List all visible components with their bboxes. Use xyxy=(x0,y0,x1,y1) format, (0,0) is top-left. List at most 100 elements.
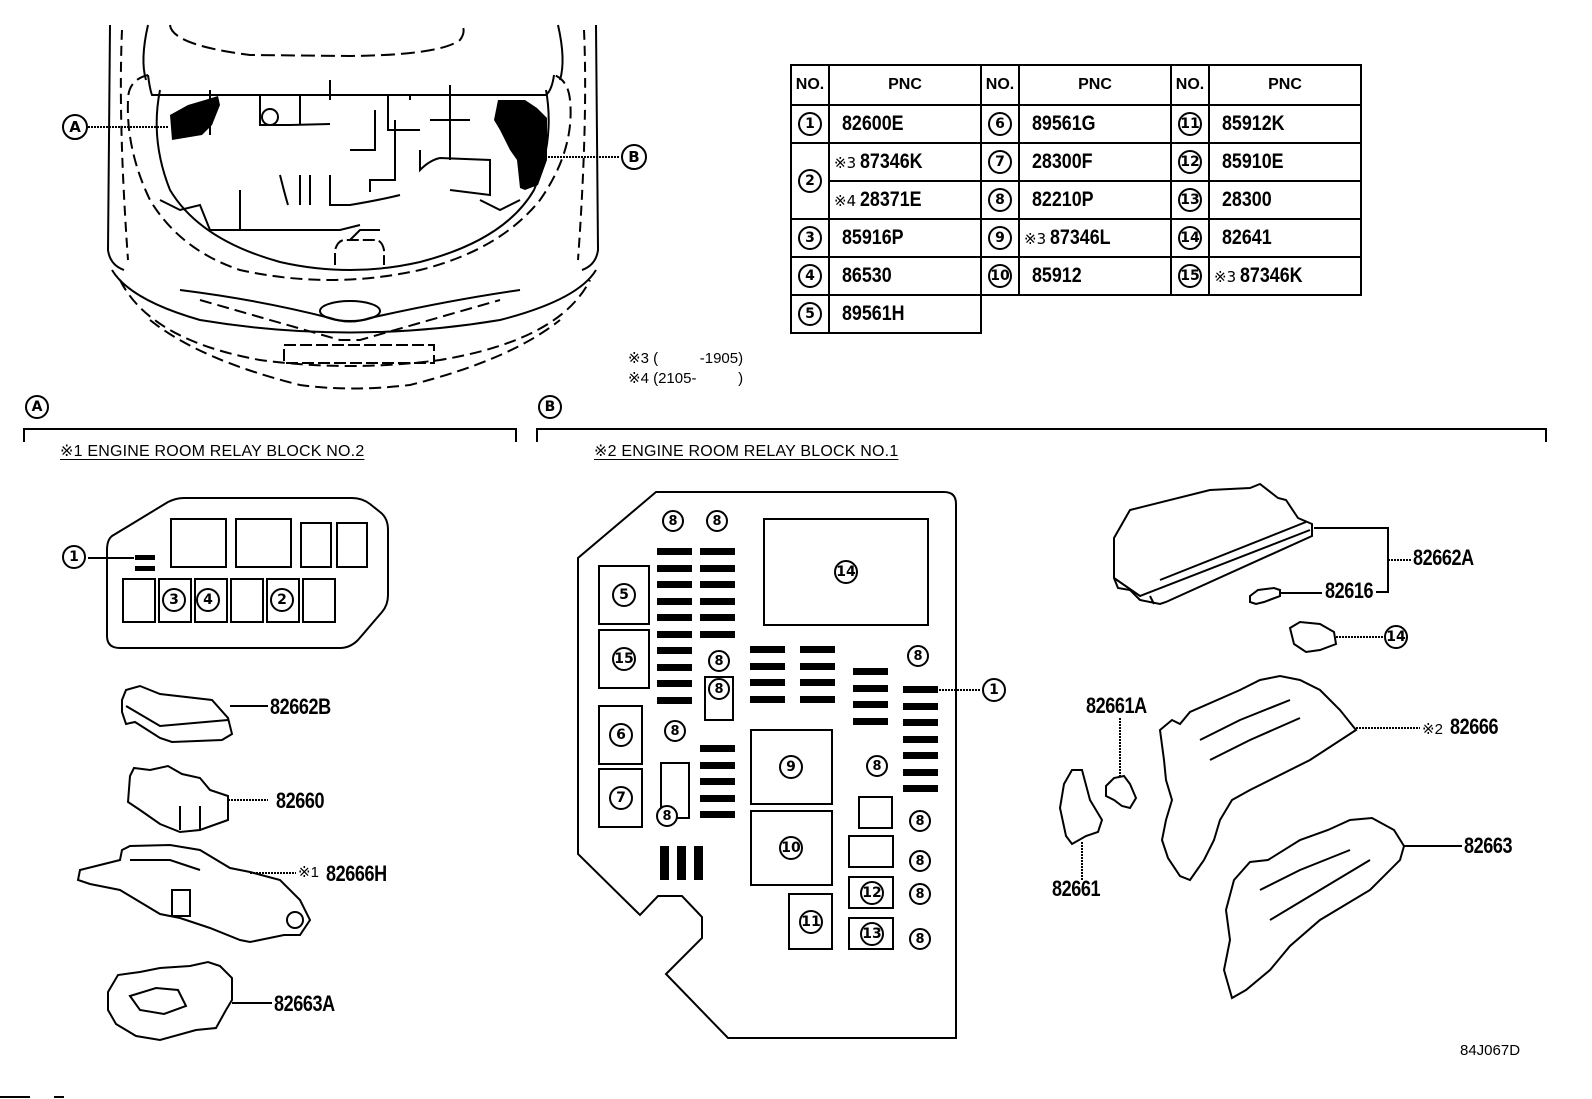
part-label-82666[interactable]: 82666 xyxy=(1450,714,1499,739)
pnc-value[interactable]: 85912 xyxy=(1032,264,1082,287)
ref-number-badge[interactable]: 3 xyxy=(798,226,822,250)
callout-5[interactable]: 5 xyxy=(612,583,636,607)
pnc-value[interactable]: 86530 xyxy=(842,264,892,287)
fuse-slot xyxy=(700,778,735,785)
fuse-slot xyxy=(700,630,735,638)
callout-8[interactable]: 8 xyxy=(664,720,686,742)
pnc-value[interactable]: 28300 xyxy=(1222,188,1272,211)
callout-14-part[interactable]: 14 xyxy=(1384,625,1408,649)
callout-8[interactable]: 8 xyxy=(708,650,730,672)
callout-1-block-b[interactable]: 1 xyxy=(982,678,1006,702)
note-mark: ※4 xyxy=(834,192,857,210)
fuse-slot xyxy=(800,679,835,686)
pnc-value[interactable]: 87346L xyxy=(1050,226,1111,249)
callout-1[interactable]: 1 xyxy=(62,545,86,569)
section-a-title: ※1 ENGINE ROOM RELAY BLOCK NO.2 xyxy=(60,443,365,460)
callout-9[interactable]: 9 xyxy=(779,755,803,779)
fuse-slot xyxy=(903,702,938,710)
pnc-value[interactable]: 85912K xyxy=(1222,112,1285,135)
callout-15-label: 15 xyxy=(614,651,634,667)
ref-number-badge[interactable]: 5 xyxy=(798,302,822,326)
ref-number-badge[interactable]: 9 xyxy=(988,226,1012,250)
fuse-slot xyxy=(853,668,888,675)
fuse-slot xyxy=(700,614,735,621)
callout-12[interactable]: 12 xyxy=(860,881,884,905)
callout-8[interactable]: 8 xyxy=(907,645,929,667)
callout-8[interactable]: 8 xyxy=(909,883,931,905)
callout-8[interactable]: 8 xyxy=(656,805,678,827)
fuse-slot xyxy=(750,695,785,703)
fuse-slot xyxy=(657,663,692,671)
pnc-value[interactable]: 82641 xyxy=(1222,226,1272,249)
fuse-slot xyxy=(853,717,888,725)
callout-13[interactable]: 13 xyxy=(860,922,884,946)
part-label-82663A[interactable]: 82663A xyxy=(274,991,335,1016)
callout-4[interactable]: 4 xyxy=(196,588,220,612)
part-label-82661A[interactable]: 82661A xyxy=(1086,693,1147,718)
callout-7[interactable]: 7 xyxy=(609,786,633,810)
pnc-value[interactable]: 85916P xyxy=(842,226,904,249)
part-label-82662B[interactable]: 82662B xyxy=(270,694,331,719)
fuse-slot xyxy=(657,647,692,654)
callout-6[interactable]: 6 xyxy=(609,723,633,747)
callout-8[interactable]: 8 xyxy=(866,755,888,777)
callout-10[interactable]: 10 xyxy=(779,836,803,860)
callout-1-label: 1 xyxy=(989,682,999,698)
callout-8[interactable]: 8 xyxy=(909,850,931,872)
callout-3[interactable]: 3 xyxy=(162,588,186,612)
callout-8[interactable]: 8 xyxy=(662,510,684,532)
relay-slot-9: 9 xyxy=(750,729,833,805)
ref-number-badge[interactable]: 12 xyxy=(1178,150,1202,174)
ref-number-badge[interactable]: 2 xyxy=(798,169,822,193)
pnc-value[interactable]: 28300F xyxy=(1032,150,1093,173)
pnc-value[interactable]: 28371E xyxy=(860,188,922,211)
callout-a-overview[interactable]: A xyxy=(62,114,88,140)
pnc-value[interactable]: 89561G xyxy=(1032,112,1096,135)
ref-number-badge[interactable]: 8 xyxy=(988,188,1012,212)
callout-8[interactable]: 8 xyxy=(706,510,728,532)
pnc-value[interactable]: 87346K xyxy=(860,150,923,173)
fuse-slot xyxy=(903,785,938,792)
callout-8[interactable]: 8 xyxy=(708,678,730,700)
callout-11[interactable]: 11 xyxy=(799,910,823,934)
pnc-value[interactable]: 82600E xyxy=(842,112,904,135)
table-row: 1 82600E 6 89561G 11 85912K xyxy=(790,104,1362,144)
ref-number-badge[interactable]: 13 xyxy=(1178,188,1202,212)
part-label-82663[interactable]: 82663 xyxy=(1464,833,1513,858)
ref-number-badge[interactable]: 4 xyxy=(798,264,822,288)
ref-number-badge[interactable]: 10 xyxy=(988,264,1012,288)
ref-number-badge[interactable]: 7 xyxy=(988,150,1012,174)
pnc-value[interactable]: 89561H xyxy=(842,302,905,325)
fuse-slot xyxy=(800,646,835,653)
callout-2[interactable]: 2 xyxy=(270,588,294,612)
pnc-value[interactable]: 82210P xyxy=(1032,188,1094,211)
part-label-82661[interactable]: 82661 xyxy=(1052,876,1101,901)
note-mark: ※3 xyxy=(1024,230,1047,248)
fuse-slot xyxy=(853,684,888,692)
callout-15[interactable]: 15 xyxy=(612,647,636,671)
ref-number-badge[interactable]: 6 xyxy=(988,112,1012,136)
fuse-slot xyxy=(657,630,692,638)
callout-b-overview[interactable]: B xyxy=(621,144,647,170)
callout-8[interactable]: 8 xyxy=(909,810,931,832)
part-label-82660[interactable]: 82660 xyxy=(276,788,325,813)
callout-8[interactable]: 8 xyxy=(909,928,931,950)
pnc-value[interactable]: 85910E xyxy=(1222,150,1284,173)
ref-number-badge[interactable]: 14 xyxy=(1178,226,1202,250)
part-label-82666H[interactable]: 82666H xyxy=(326,861,387,886)
part-label-82616[interactable]: 82616 xyxy=(1325,578,1374,603)
callout-14[interactable]: 14 xyxy=(834,560,858,584)
part-label-82662A[interactable]: 82662A xyxy=(1413,545,1474,570)
pnc-value[interactable]: 87346K xyxy=(1240,264,1303,287)
callout-a-label: A xyxy=(69,118,81,136)
ref-number-badge[interactable]: 1 xyxy=(798,112,822,136)
ref-number-badge[interactable]: 11 xyxy=(1178,112,1202,136)
fuse-slot xyxy=(750,646,785,653)
ref-number-badge[interactable]: 15 xyxy=(1178,264,1202,288)
relay-slot-5: 5 xyxy=(598,565,650,625)
